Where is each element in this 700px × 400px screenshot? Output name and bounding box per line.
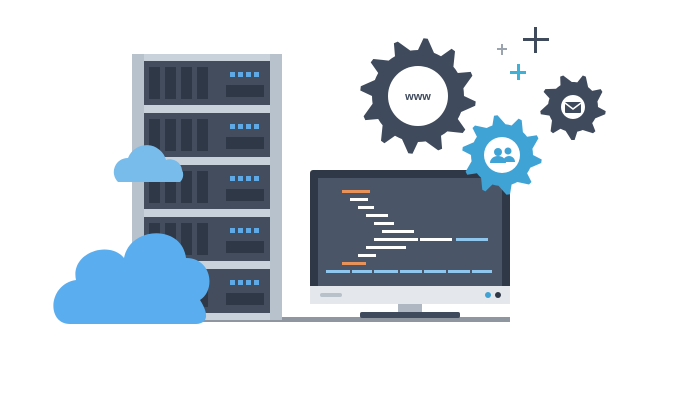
large-cloud [53,233,210,324]
plus-icon [510,64,526,80]
monitor-icon [310,170,510,318]
drive-slot [197,171,208,203]
drive-slot [165,119,176,151]
code-line [374,270,398,273]
drive-slot [149,67,160,99]
www-gear-label: www [404,91,431,103]
status-led [238,280,243,285]
small-cloud [113,145,184,182]
drive-slot [197,67,208,99]
code-line [456,238,488,241]
cloud-icon [53,233,210,324]
drive-slot [197,223,208,255]
monitor-power-led [485,292,491,298]
code-lines [326,190,492,273]
server-vent [226,293,264,305]
cloud-icon [113,145,184,182]
status-led [246,280,251,285]
code-line [374,238,418,241]
code-line [448,270,470,273]
gear-hub [484,137,520,173]
status-led [230,176,235,181]
status-led [238,176,243,181]
code-line [420,238,452,241]
code-line [342,262,366,265]
code-line [358,206,374,209]
code-line [382,230,414,233]
status-led [246,228,251,233]
drive-slot [149,119,160,151]
status-led [254,124,259,129]
code-line [358,254,376,257]
plus-icon [497,44,507,55]
gear-hub [388,66,448,126]
status-led [246,72,251,77]
monitor-stand-neck [398,302,422,314]
drive-slot [181,119,192,151]
server-units [144,61,270,313]
monitor-chin [310,286,510,304]
monitor-slot [320,293,342,297]
envelope-icon [564,102,582,113]
code-line [326,270,350,273]
status-led [230,280,235,285]
server-vent [226,241,264,253]
server-vent [226,137,264,149]
status-led [254,176,259,181]
code-line [472,270,492,273]
drive-slot [197,119,208,151]
code-line [350,198,368,201]
status-led [238,228,243,233]
status-led [254,228,259,233]
plus-icon [523,27,549,53]
code-line [366,246,406,249]
server-frame-side-right [270,54,282,320]
floor-line [130,317,510,322]
code-line [342,190,370,193]
code-line [352,270,372,273]
drive-slot [165,67,176,99]
users-gear [462,115,542,195]
drive-slot [181,223,192,255]
status-led [254,280,259,285]
drive-slot [149,171,160,203]
status-led [246,176,251,181]
status-led [230,228,235,233]
monitor-stand-base [360,312,460,318]
drive-slot [181,171,192,203]
status-led [254,72,259,77]
gear-icon [360,38,476,154]
status-led [238,124,243,129]
status-led [230,72,235,77]
code-line [424,270,446,273]
code-line [400,270,422,273]
status-led [238,72,243,77]
server-vent [226,189,264,201]
status-led [246,124,251,129]
drive-slot [181,67,192,99]
code-line [366,214,388,217]
drive-slot [165,171,176,203]
code-line [374,222,394,225]
monitor-button [495,292,501,298]
users-icon [490,147,515,163]
server-vent [226,85,264,97]
status-led [230,124,235,129]
